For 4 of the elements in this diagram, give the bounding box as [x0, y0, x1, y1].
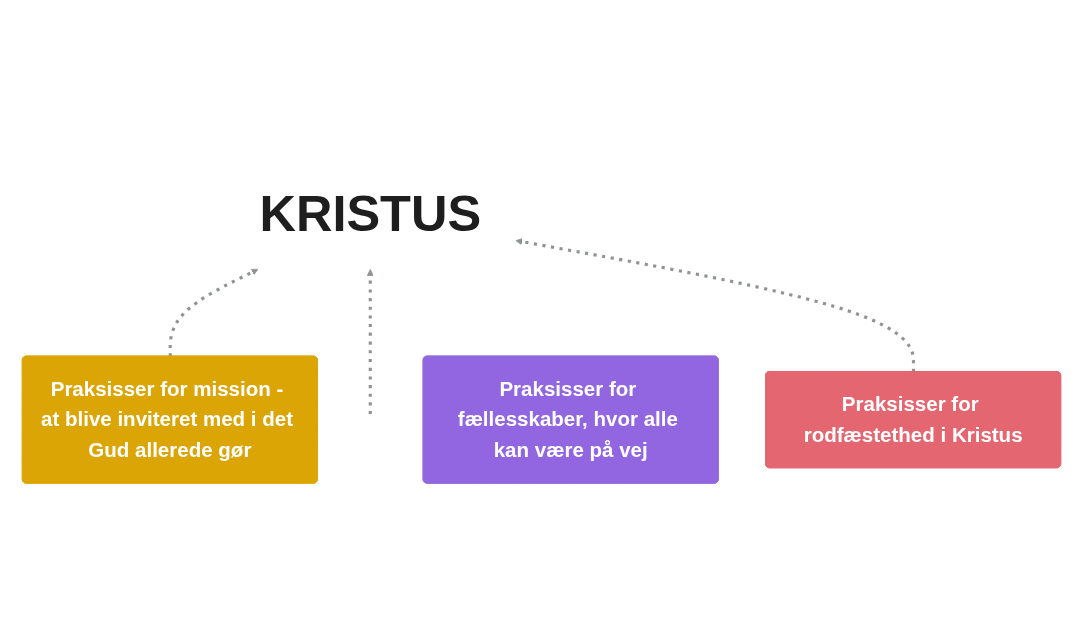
- arrow: [515, 238, 916, 372]
- arrow: [168, 268, 259, 357]
- arrow: [366, 269, 374, 415]
- node-text: KRISTUS: [259, 185, 482, 243]
